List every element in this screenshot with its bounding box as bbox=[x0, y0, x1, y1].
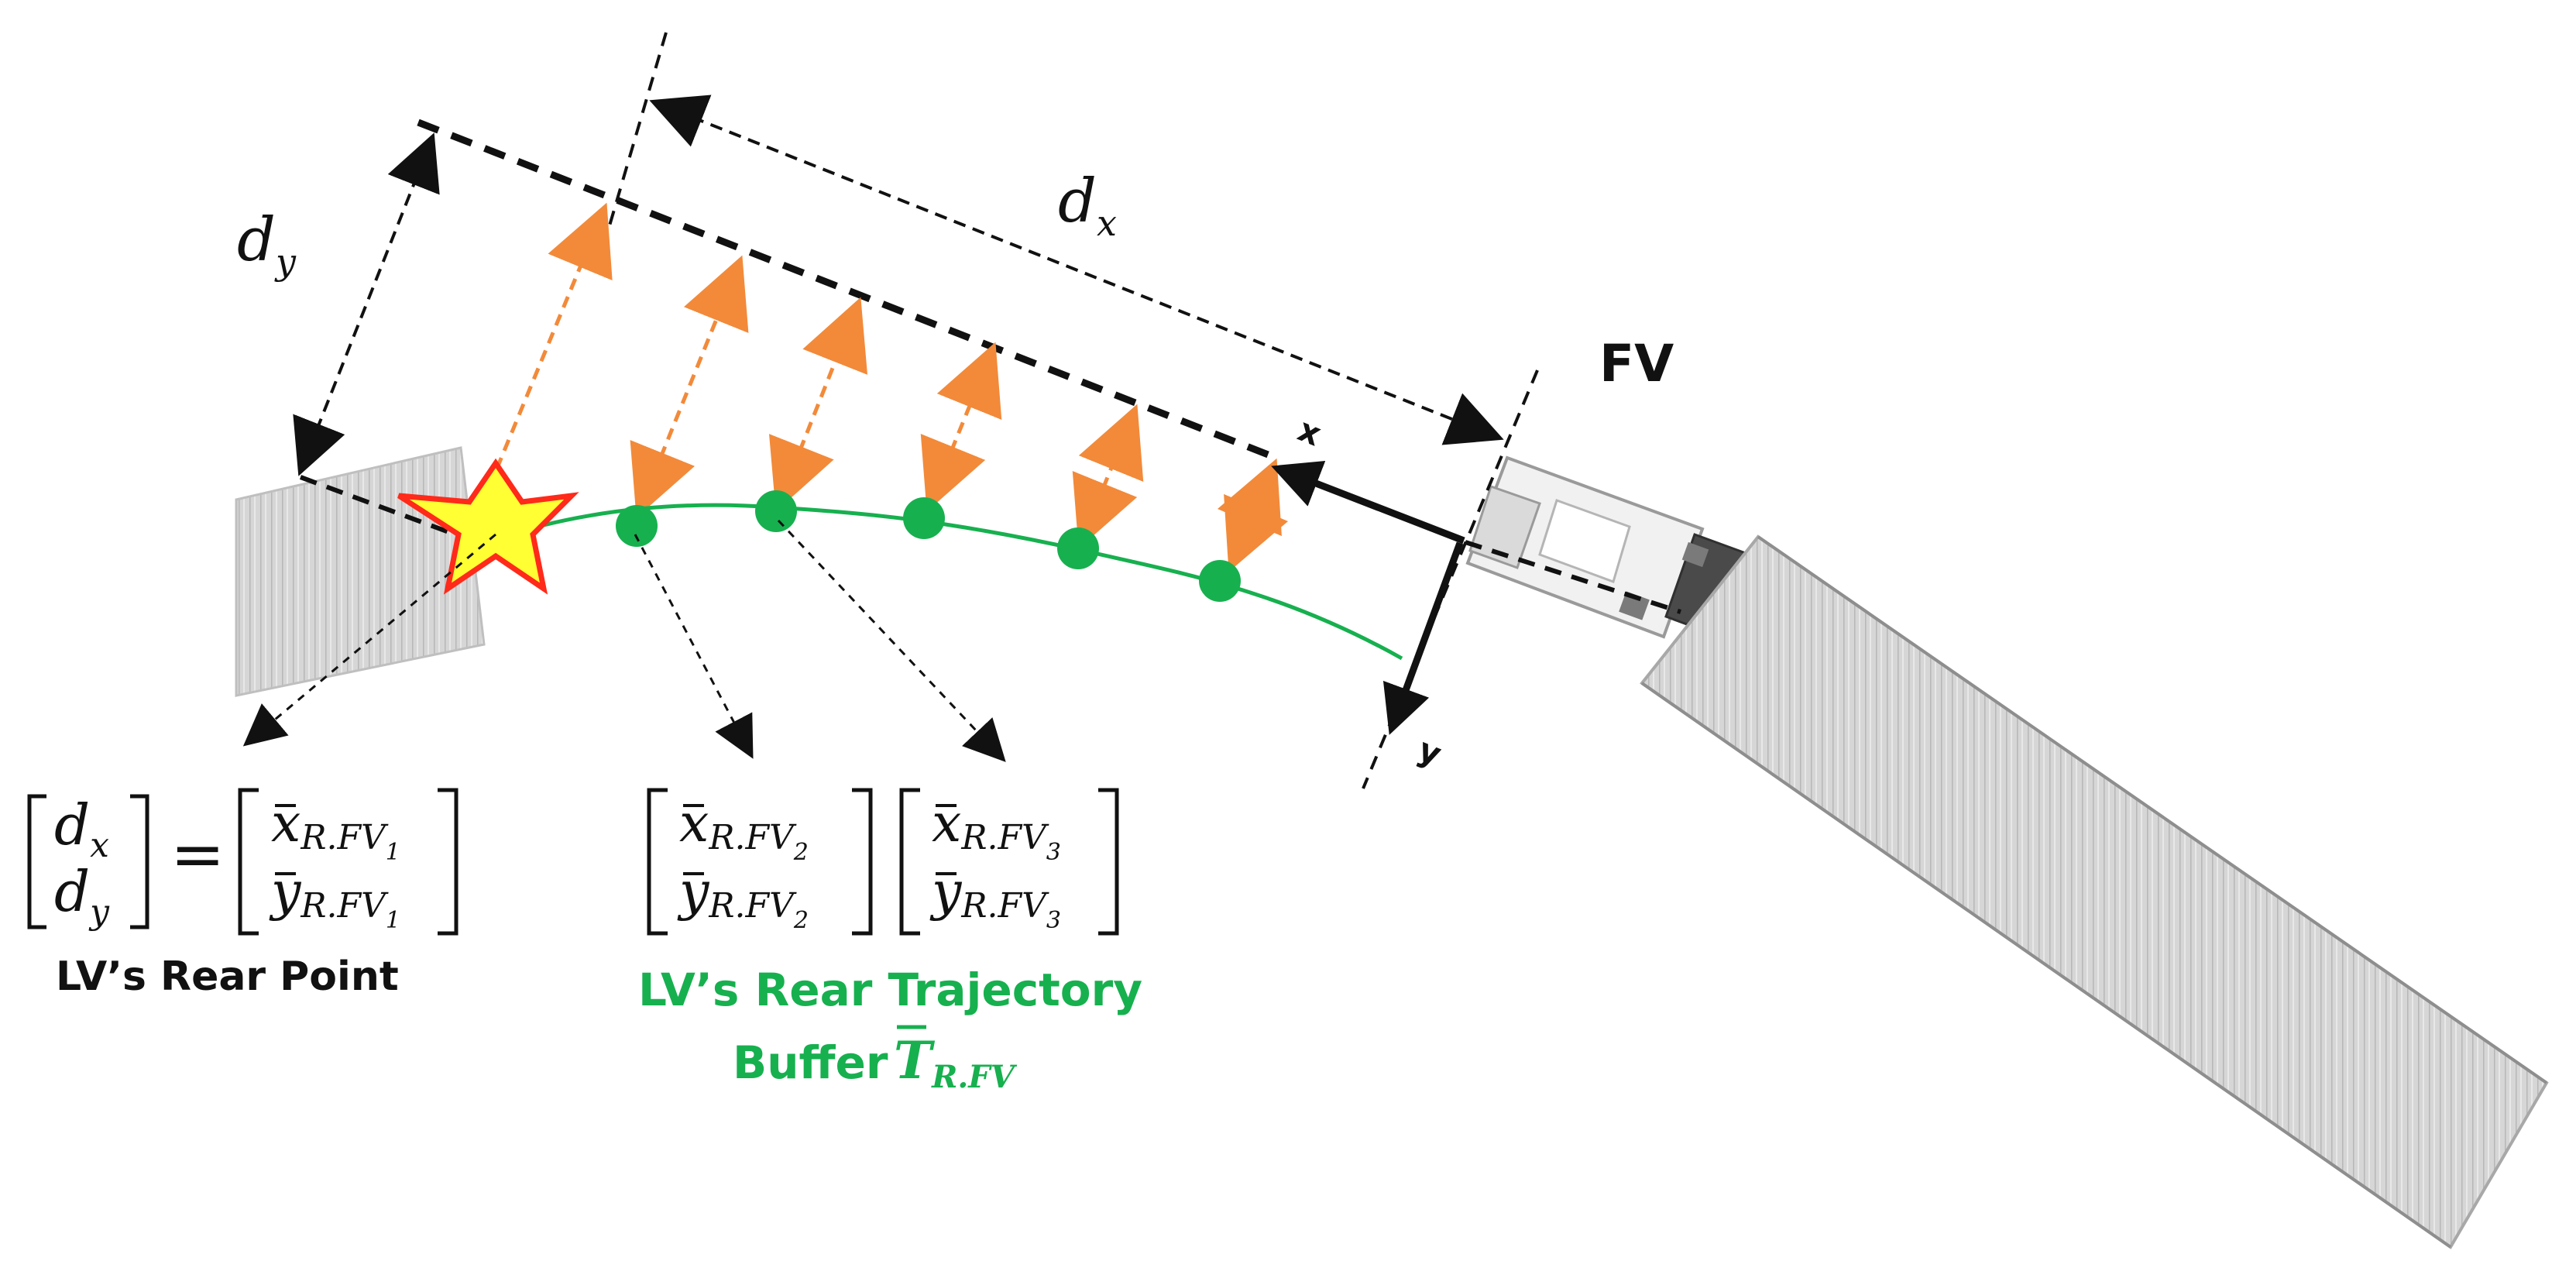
trajectory-point bbox=[616, 505, 658, 547]
x-axis-label: x bbox=[1293, 411, 1326, 454]
vector-3-bracket-open bbox=[899, 788, 920, 936]
equals-sign: = bbox=[170, 816, 225, 892]
trajectory-point bbox=[1057, 527, 1099, 569]
y-axis-arrow bbox=[1382, 541, 1464, 735]
following-vehicle bbox=[1465, 455, 2549, 1249]
vector-2-bracket-close bbox=[852, 788, 873, 936]
rear-left-top: dx bbox=[54, 792, 109, 865]
vector-2-bracket-open bbox=[647, 788, 668, 936]
trailer-icon bbox=[1640, 534, 2549, 1249]
truck-icon bbox=[1465, 455, 1760, 641]
trajectory-point bbox=[903, 497, 945, 539]
projection-arrows bbox=[487, 202, 1289, 572]
trajectory-caption-buffer-word: Buffer bbox=[733, 1036, 888, 1089]
left-bracket-close bbox=[130, 794, 149, 929]
trajectory-point bbox=[1199, 560, 1241, 602]
axis-labels: FV x y bbox=[1293, 334, 1674, 774]
dy-label: dy bbox=[237, 205, 297, 283]
right-bracket-close bbox=[438, 788, 459, 936]
leading-vehicle bbox=[235, 446, 486, 697]
rear-point-equation: dx dy = xR.FV1 yR.FV1 LV’s Rear Point bbox=[27, 788, 459, 1000]
reference-lines bbox=[299, 32, 1681, 789]
x-axis-arrow bbox=[1271, 460, 1465, 545]
trajectory-caption: LV’s Rear Trajectory Buffer TR.FV bbox=[638, 964, 1142, 1095]
right-bracket-open bbox=[238, 788, 259, 936]
dimension-arrows bbox=[293, 94, 1504, 476]
rear-right-top: xR.FV1 bbox=[271, 793, 400, 866]
vector-3-bracket-close bbox=[1098, 788, 1119, 936]
rear-left-bottom: dy bbox=[54, 859, 110, 932]
star-icon bbox=[397, 458, 579, 595]
vector-3-top: xR.FV3 bbox=[932, 793, 1061, 866]
guide-arrows bbox=[242, 519, 1006, 762]
trajectory-buffer bbox=[479, 490, 1403, 661]
vector-2-bottom: yR.FV2 bbox=[677, 861, 809, 934]
trajectory-point bbox=[755, 490, 797, 532]
trajectory-vector-3: xR.FV3 yR.FV3 bbox=[899, 788, 1119, 936]
trajectory-caption-line-1: LV’s Rear Trajectory bbox=[638, 964, 1142, 1016]
fv-label: FV bbox=[1599, 334, 1674, 393]
y-axis-label: y bbox=[1413, 730, 1447, 774]
vehicle-axes bbox=[1271, 460, 1465, 735]
left-bracket-open bbox=[27, 794, 46, 929]
rear-point-caption: LV’s Rear Point bbox=[56, 953, 399, 1000]
dx-label: dx bbox=[1058, 167, 1117, 244]
dimension-labels: dx dy bbox=[237, 167, 1117, 283]
rear-right-bottom: yR.FV1 bbox=[269, 861, 400, 934]
trajectory-vector-2: xR.FV2 yR.FV2 bbox=[647, 788, 873, 936]
trajectory-caption-symbol: TR.FV bbox=[894, 1030, 1018, 1095]
vector-2-top: xR.FV2 bbox=[679, 793, 809, 866]
vector-3-bottom: yR.FV3 bbox=[929, 861, 1061, 934]
